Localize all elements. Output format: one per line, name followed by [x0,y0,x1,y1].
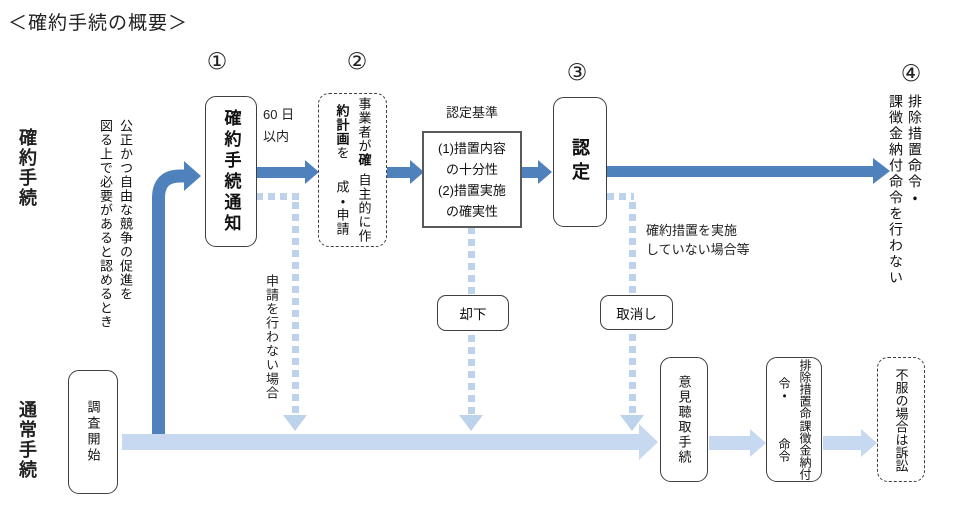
orders-to-lawsuit-arrow [823,436,862,450]
step-4-badge: ④ [900,60,922,86]
revocation-dashed-arrowhead [620,415,644,431]
criteria-to-approval-arrow [520,167,540,178]
revocation-box-label: 取消し [616,306,657,322]
no-order-note-col1: 排除措置命令・ [907,94,923,206]
hearing-box: 意見聴取手続 [660,357,708,482]
normal-procedure-band-arrowhead [639,424,658,460]
approval-to-outcome-arrow [605,166,875,177]
lane-label-commitment: 確約手続 [17,128,37,208]
step-3-badge: ③ [566,59,588,85]
criteria-line-4: の確実性 [445,204,498,219]
investigation-box-label: 調査開始 [85,400,101,464]
hearing-to-orders-arrow [709,436,751,450]
notice-to-plan-arrow [257,167,306,178]
lawsuit-box: 不服の場合は訴訟 [877,357,925,482]
approval-to-outcome-arrowhead [873,158,890,184]
hearing-box-label: 意見聴取手続 [676,374,692,465]
precondition-col1: 公正かつ自由な競争の促進を [118,119,133,301]
hearing-to-orders-arrowhead [750,429,766,457]
deadline-line1: 60 日 [263,107,295,122]
diagram-title: ＜確約手続の概要＞ [8,13,189,34]
lawsuit-box-label: 不服の場合は訴訟 [893,367,909,472]
revocation-dashed-path-h [607,193,634,200]
orders-to-lawsuit-arrowhead [861,429,877,457]
revocation-box: 取消し [600,295,673,330]
plan-box-col1: 事業者が確約計画を [334,97,372,167]
no-application-dashed-arrowhead [283,415,307,431]
no-order-note: 排除措置命令・ 課徴金納付命令を行わない [886,94,924,304]
lane-label-normal: 通常手続 [17,400,37,480]
deadline-line2: 以内 [263,129,290,144]
precondition-col2: 図る上で必要があると認めるとき [98,119,113,329]
criteria-line-1: (1)措置内容 [438,141,506,156]
orders-box: 排除措置命令・ 課徴金納付命令 [766,357,822,482]
orders-box-col1: 排除措置命令・ [777,358,812,419]
normal-procedure-band-arrow [122,434,639,450]
criteria-box: (1)措置内容 の十分性 (2)措置実施 の確実性 [422,131,522,228]
not-implemented-note: 確約措置を実施 していない場合等 [646,221,750,259]
deadline-note: 60 日 以内 [263,104,294,148]
plan-box-col2: 自主的に作成・申請 [334,173,372,243]
criteria-line-3: (2)措置実施 [438,183,506,198]
plan-box: 事業者が確約計画を 自主的に作成・申請 [318,93,387,247]
notice-to-plan-arrowhead [305,160,319,184]
no-order-note-col2: 課徴金納付命令を行わない [888,94,904,286]
notice-box: 確約手続通知 [205,96,257,247]
approval-box: 認定 [553,97,607,227]
not-implemented-line1: 確約措置を実施 [646,223,738,238]
criteria-line-2: の十分性 [445,162,498,177]
orders-box-col2: 課徴金納付命令 [777,420,812,481]
notice-box-label: 確約手続通知 [221,108,241,235]
no-application-dashed-path-h [256,193,300,200]
no-application-dashed-path-v [292,202,299,415]
approval-box-label: 認定 [570,138,590,186]
rejection-box-label: 却下 [459,307,487,322]
plan-box-bold-term: 確約計画 [334,104,372,167]
criteria-title: 認定基準 [445,105,498,120]
plan-to-criteria-arrow [386,167,412,178]
criteria-to-approval-arrowhead [538,160,552,184]
step-2-badge: ② [346,48,368,74]
investigation-box: 調査開始 [68,370,118,494]
step-1-badge: ① [206,48,228,74]
precondition-note: 公正かつ自由な競争の促進を 図る上で必要があると認めるとき [95,119,135,337]
rejection-box: 却下 [437,295,509,331]
rejection-dashed-arrowhead [459,415,483,431]
no-application-note: 申請を行わない場合 [264,274,279,400]
not-implemented-line2: していない場合等 [646,242,750,257]
plan-to-criteria-arrowhead [410,160,424,184]
